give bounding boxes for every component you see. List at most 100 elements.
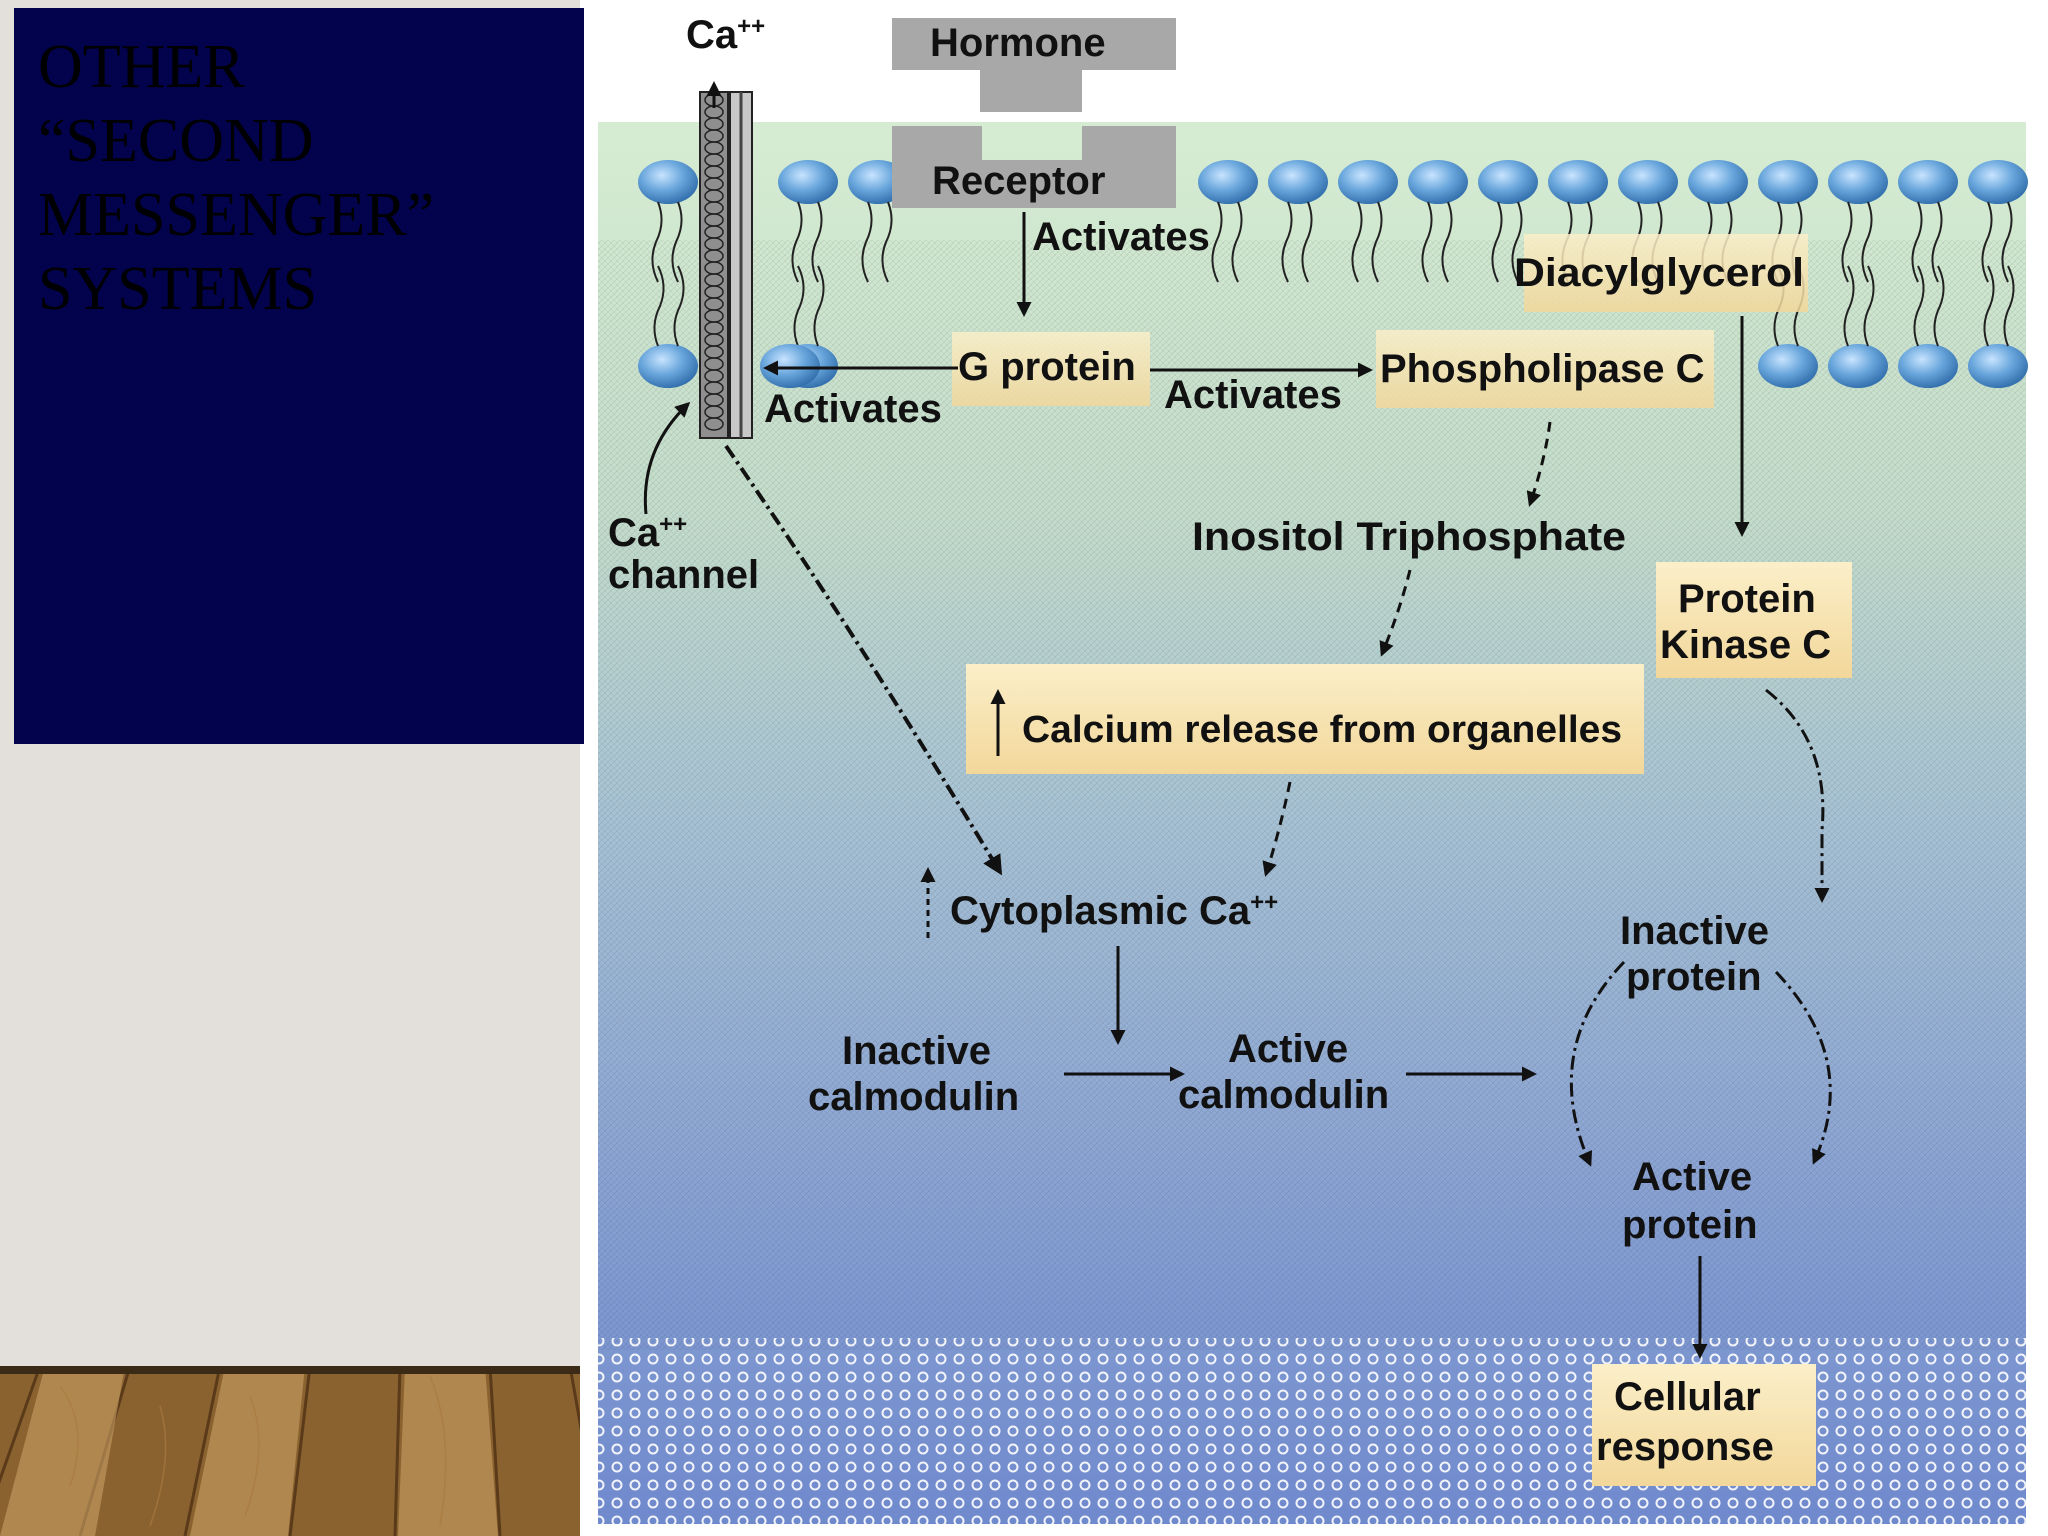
lipid-head-outer: [1548, 160, 1608, 204]
lipid-tail: [1841, 201, 1853, 283]
hormone-stem: [980, 68, 1082, 112]
lipid-tail: [1441, 201, 1453, 283]
hormone-label: Hormone: [930, 21, 1106, 65]
lipid-head-outer: [1618, 160, 1678, 204]
lipid-tail: [1371, 201, 1383, 283]
calcium-channel-links: [704, 93, 724, 431]
inactive-protein-label-line2: protein: [1626, 955, 1762, 999]
lipid-tail: [1913, 265, 1925, 347]
cytoplasmic-ca-label: Cytoplasmic Ca++: [950, 889, 1278, 933]
activates-receptor-label: Activates: [1032, 215, 1210, 259]
diacylglycerol-box: [1524, 234, 1808, 312]
receptor-label: Receptor: [932, 159, 1105, 203]
hormone-box: [892, 18, 1176, 70]
active-calmodulin-label-line1: Active: [1228, 1027, 1348, 1071]
lipid-tail: [1491, 201, 1503, 283]
lipid-tail: [881, 201, 893, 283]
lipid-head-outer: [1268, 160, 1328, 204]
lipid-tail: [673, 265, 685, 347]
arrow-pkc-to-inactive-protein: [1765, 688, 1830, 903]
active-protein-label-line2: protein: [1622, 1203, 1758, 1247]
lipid-head-outer: [1198, 160, 1258, 204]
arrow-calcium-release-to-cytoplasmic: [1262, 781, 1292, 877]
cell-background-texture: [598, 240, 2026, 1350]
lipid-head-outer: [1338, 160, 1398, 204]
lipid-tail: [1281, 201, 1293, 283]
lipid-head-outer: [1408, 160, 1468, 204]
active-calmodulin-label-line2: calmodulin: [1178, 1073, 1389, 1117]
arrow-channel-to-cytoplasmic: [724, 444, 1003, 876]
g-protein-label: G protein: [958, 345, 1136, 389]
lipid-head-outer: [1478, 160, 1538, 204]
phospholipase-c-box: [1376, 330, 1714, 408]
lipid-head-inner: [1758, 344, 1818, 388]
channel-link: [704, 417, 724, 431]
arrow-inactive-to-active-protein-right: [1774, 970, 1832, 1165]
inositol-triphosphate-label: Inositol Triphosphate: [1192, 515, 1626, 559]
calcium-release-box: [966, 664, 1644, 774]
lipid-tail: [861, 201, 873, 283]
wood-floor-image: [0, 1366, 580, 1536]
lipid-tail: [793, 265, 805, 347]
lipid-tail: [811, 201, 823, 283]
phospholipase-c-label: Phospholipase C: [1380, 347, 1705, 391]
cellular-response-box: [1592, 1364, 1816, 1486]
calcium-channel: [699, 91, 753, 439]
arrow-ip3-to-calcium-release: [1379, 569, 1412, 657]
cellular-response-label-line1: Cellular: [1614, 1375, 1761, 1419]
lipid-head-inner: [1828, 344, 1888, 388]
diacylglycerol-label: Diacylglycerol: [1514, 251, 1804, 295]
arrow-plc-to-ip3: [1526, 421, 1552, 507]
lipid-tail: [1231, 201, 1243, 283]
inactive-calmodulin-label-line1: Inactive: [842, 1029, 991, 1073]
active-protein-label-line1: Active: [1632, 1155, 1752, 1199]
lipid-tail: [1421, 201, 1433, 283]
lipid-head-outer: [638, 160, 698, 204]
protein-kinase-c-label-line1: Protein: [1678, 577, 1816, 621]
arrow-inactive-to-active-protein-left: [1569, 960, 1626, 1167]
inactive-protein-label-line1: Inactive: [1620, 909, 1769, 953]
lipid-tail: [1351, 201, 1363, 283]
lipid-tail: [2001, 201, 2013, 283]
lipid-tail: [653, 265, 665, 347]
lipid-head-outer: [1758, 160, 1818, 204]
ca-channel-label-line2: channel: [608, 553, 759, 597]
lipid-head-outer: [778, 160, 838, 204]
lipid-tail: [1933, 265, 1945, 347]
inactive-calmodulin-label-line2: calmodulin: [808, 1075, 1019, 1119]
lipid-tail: [1861, 201, 1873, 283]
lipid-head-inner: [1898, 344, 1958, 388]
ca-channel-label-line1: Ca++: [608, 511, 687, 555]
calcium-release-label: Calcium release from organelles: [1022, 709, 1622, 751]
lipid-head-inner: [1968, 344, 2028, 388]
lipid-tail: [791, 201, 803, 283]
cellular-response-label-line2: response: [1596, 1425, 1774, 1469]
lipid-tail: [1863, 265, 1875, 347]
activates-plc-label: Activates: [1164, 373, 1342, 417]
lipid-tail: [2003, 265, 2015, 347]
second-messenger-diagram: Ca++ Hormone Receptor Activates G protei…: [598, 13, 2028, 1524]
lipid-tail: [1843, 265, 1855, 347]
ca-top-label: Ca++: [686, 13, 765, 57]
lipid-tail: [1981, 201, 1993, 283]
lipid-head-outer: [1828, 160, 1888, 204]
g-protein-box: [952, 332, 1150, 406]
slide-title: Other “Second Messenger” Systems: [38, 33, 435, 323]
lipid-head-outer: [1968, 160, 2028, 204]
lipid-tail: [671, 201, 683, 283]
lipid-head-inner: [638, 344, 698, 388]
arrow-ca-channel-label-to-channel: [643, 401, 691, 515]
lipid-tail: [813, 265, 825, 347]
receptor-body: [892, 160, 1176, 208]
activates-channel-label: Activates: [764, 387, 942, 431]
lipid-tail: [1911, 201, 1923, 283]
lipid-tail: [1983, 265, 1995, 347]
title-panel: Other “Second Messenger” Systems: [14, 8, 584, 744]
cell-membrane-bilayer: [638, 160, 2028, 388]
lipid-head-outer: [1688, 160, 1748, 204]
lipid-tail: [1511, 201, 1523, 283]
lipid-tail: [651, 201, 663, 283]
protein-kinase-c-box: [1656, 562, 1852, 678]
lipid-head-outer: [1898, 160, 1958, 204]
lipid-tail: [1211, 201, 1223, 283]
